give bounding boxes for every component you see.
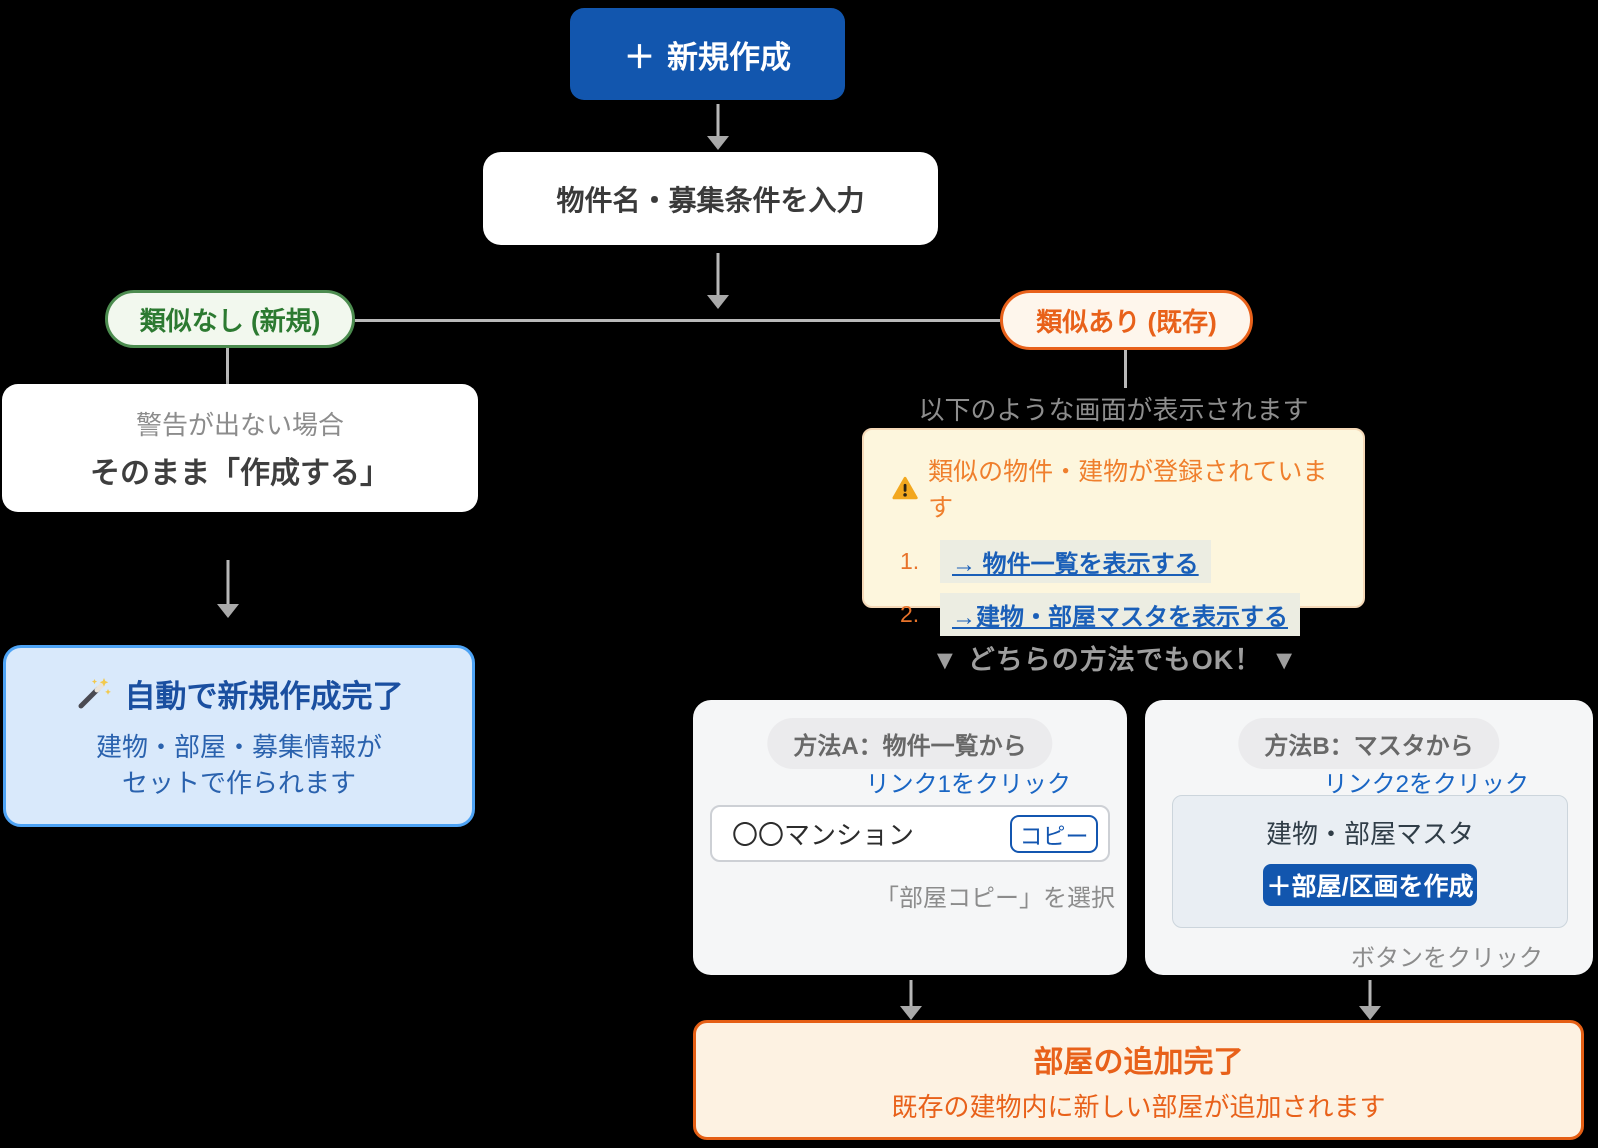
done-subtitle: 既存の建物内に新しい部屋が追加されます <box>891 1091 1386 1122</box>
new-create-label: 新規作成 <box>667 39 791 75</box>
building-room-master-panel: 建物・部屋マスタ ＋部屋/区画を作成 <box>1172 795 1568 928</box>
method-b-card: 方法B：マスタから リンク2をクリック 建物・部屋マスタ ＋部屋/区画を作成 ボ… <box>1145 700 1593 975</box>
list-number: 2. <box>900 601 920 627</box>
new-create-button[interactable]: ＋ 新規作成 <box>570 8 845 100</box>
left-branch-line <box>226 348 229 384</box>
create-room-button[interactable]: ＋部屋/区画を作成 <box>1263 864 1477 906</box>
property-list-row: 〇〇マンション コピー <box>710 805 1110 862</box>
method-a-caption: 「部屋コピー」を選択 <box>875 885 1115 912</box>
arrow-down-icon <box>705 253 731 309</box>
branch-no-similar-pill: 類似なし (新規) <box>105 290 355 348</box>
branch-connector-line <box>355 319 1000 322</box>
branch-similar-label: 類似あり (既存) <box>1036 306 1217 337</box>
copy-button[interactable]: コピー <box>1010 814 1098 853</box>
similar-warning-panel: 類似の物件・建物が登録されています 1. → 物件一覧を表示する 2. →建物・… <box>862 428 1365 636</box>
plus-icon: ＋ <box>624 39 655 75</box>
show-property-list-link[interactable]: → 物件一覧を表示する <box>940 540 1211 583</box>
arrow-down-icon <box>898 980 924 1020</box>
method-b-badge: 方法B：マスタから <box>1238 718 1500 769</box>
screen-caption: 以下のような画面が表示されます <box>918 395 1309 425</box>
method-a-badge: 方法A：物件一覧から <box>767 718 1053 769</box>
arrow-down-icon <box>1357 980 1383 1020</box>
auto-complete-title: 自動で新規作成完了 <box>124 679 404 715</box>
method-a-card: 方法A：物件一覧から リンク1をクリック 〇〇マンション コピー 「部屋コピー」… <box>693 700 1127 975</box>
branch-no-similar-label: 類似なし (新規) <box>139 305 321 336</box>
no-warning-line1: 警告が出ない場合 <box>135 409 344 440</box>
room-added-done-box: 部屋の追加完了 既存の建物内に新しい部屋が追加されます <box>693 1020 1584 1140</box>
method-b-caption: ボタンをクリック <box>1351 945 1543 972</box>
arrow-down-icon <box>215 560 241 618</box>
method-b-hint: リンク2をクリック <box>1323 771 1529 798</box>
warning-icon <box>892 476 918 499</box>
auto-complete-box: 自動で新規作成完了 建物・部屋・募集情報が セットで作られます <box>3 645 475 827</box>
auto-complete-line1: 建物・部屋・募集情報が <box>95 732 382 763</box>
master-panel-title: 建物・部屋マスタ <box>1265 819 1474 849</box>
warning-list-item: 2. →建物・部屋マスタを表示する <box>892 593 1339 636</box>
method-a-hint: リンク1をクリック <box>865 771 1071 798</box>
input-step-box: 物件名・募集条件を入力 <box>483 152 938 245</box>
warning-list-item: 1. → 物件一覧を表示する <box>892 540 1339 583</box>
no-warning-box: 警告が出ない場合 そのまま「作成する」 <box>2 384 478 512</box>
magic-wand-icon <box>78 677 111 709</box>
property-name: 〇〇マンション <box>732 820 915 850</box>
arrow-down-icon <box>705 104 731 150</box>
input-step-label: 物件名・募集条件を入力 <box>556 184 865 216</box>
list-number: 1. <box>900 548 920 574</box>
branch-similar-pill: 類似あり (既存) <box>1000 290 1253 350</box>
right-branch-line <box>1124 350 1127 388</box>
no-warning-line2: そのまま「作成する」 <box>90 456 390 490</box>
auto-complete-line2: セットで作られます <box>121 767 356 798</box>
done-title: 部屋の追加完了 <box>1033 1045 1244 1079</box>
show-building-room-master-link[interactable]: →建物・部屋マスタを表示する <box>940 593 1300 636</box>
warning-title: 類似の物件・建物が登録されています <box>928 458 1328 522</box>
both-methods-ok-caption: ▼ どちらの方法でもOK！ ▼ <box>931 645 1299 675</box>
